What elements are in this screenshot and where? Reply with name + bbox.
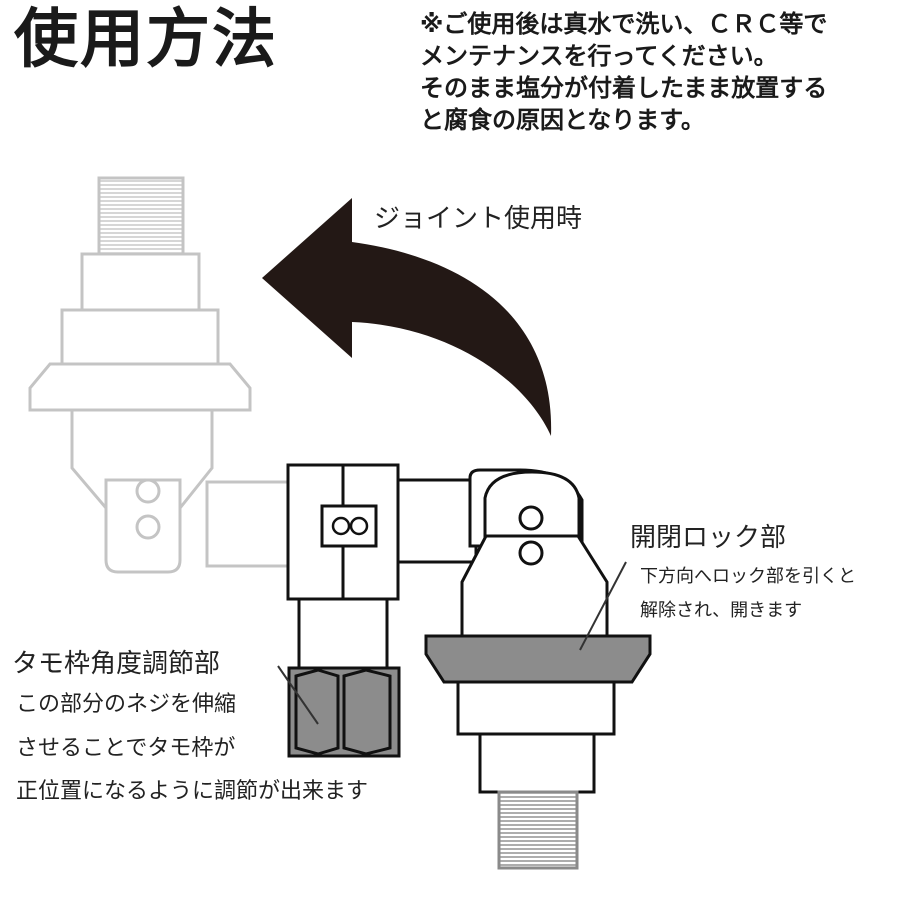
joint-label: ジョイント使用時: [374, 204, 583, 234]
angle-desc-line: 正位置になるように調節が出来ます: [16, 779, 369, 804]
ghost-part: [28, 176, 291, 574]
main-part: [286, 463, 652, 870]
ghost-thread: [97, 176, 185, 256]
ghost-cap: [80, 252, 201, 314]
care-note-line: ※ご使用後は真水で洗い、ＣＲＣ等で: [420, 10, 828, 38]
angle-heading: タモ枠角度調節部: [12, 649, 221, 679]
angle-desc-line: させることでタモ枠が: [16, 736, 236, 761]
care-note-line: そのまま塩分が付着したまま放置する: [420, 74, 828, 102]
ghost-flange: [28, 362, 252, 412]
lock-flange: [424, 634, 652, 684]
care-note-line: メンテナンスを行ってください。: [420, 42, 778, 70]
lock-leader-line: [579, 561, 627, 651]
lower-collar: [456, 680, 616, 736]
coupling-bolt: [331, 516, 351, 536]
ghost-arm: [205, 480, 291, 568]
ghost-bolt: [135, 478, 161, 504]
ghost-collar: [60, 308, 220, 366]
angle-stem: [297, 596, 389, 670]
connector-bar: [396, 478, 478, 564]
lower-cap: [478, 732, 596, 794]
page-title: 使用方法: [14, 3, 278, 77]
care-note: ※ご使用後は真水で洗い、ＣＲＣ等で メンテナンスを行ってください。 そのまま塩分…: [420, 8, 890, 136]
lock-desc-line: 下方向へロック部を引くと: [640, 566, 856, 587]
hinge-bolt: [518, 505, 544, 531]
rotation-arrow: [262, 198, 552, 436]
angle-adjust-nut: [287, 666, 401, 758]
coupling-bolt: [349, 516, 369, 536]
angle-leader-line: [277, 665, 319, 725]
lock-bolt: [518, 540, 544, 566]
ghost-bolt: [135, 514, 161, 540]
lock-heading: 開閉ロック部: [630, 523, 787, 553]
lock-desc-line: 解除され、開きます: [640, 600, 803, 621]
care-note-line: と腐食の原因となります。: [420, 106, 705, 134]
lower-thread: [497, 790, 579, 870]
angle-desc-line: この部分のネジを伸縮: [16, 692, 237, 717]
